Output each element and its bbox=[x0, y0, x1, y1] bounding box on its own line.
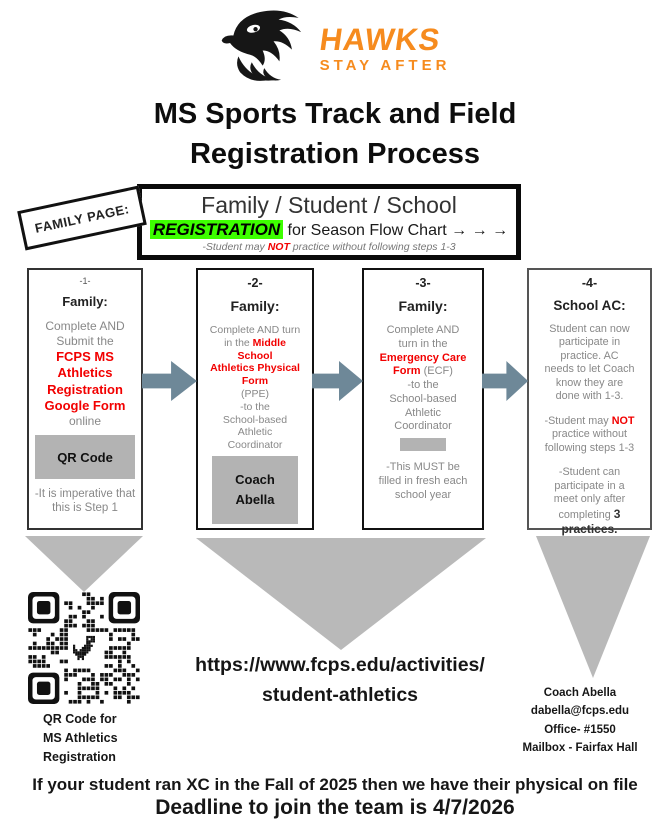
coach-contact-info: Coach Abella dabella@fcps.edu Office- #1… bbox=[522, 687, 638, 755]
step-body: Complete AND Submit the bbox=[45, 319, 125, 348]
step-body: -Student may NOT practice without follow… bbox=[544, 414, 635, 454]
redacted-bar bbox=[400, 438, 446, 451]
page-title-line2: Registration Process bbox=[189, 138, 481, 171]
brand-name: HAWKS bbox=[317, 21, 443, 57]
registration-header-box: Family / Student / School REGISTRATION f… bbox=[137, 184, 521, 260]
step-body: Complete AND turn in the Emergency Care … bbox=[379, 324, 467, 433]
registration-url: https://www.fcps.edu/activities/ student… bbox=[195, 654, 485, 707]
flow-chart-label: for Season Flow Chart → → → bbox=[283, 221, 509, 239]
header-box-line1: Family / Student / School bbox=[201, 191, 457, 218]
step-number: -4- bbox=[581, 276, 598, 290]
step-body: Student can now participate in practice.… bbox=[544, 323, 635, 403]
qr-code-image bbox=[28, 592, 140, 704]
step-body: -Student can participate in a meet only … bbox=[553, 466, 626, 537]
brand-text: HAWKS STAY AFTER bbox=[317, 21, 451, 74]
step-header: School AC: bbox=[553, 298, 626, 313]
page-title-line1: MS Sports Track and Field bbox=[153, 98, 517, 130]
family-page-stamp: FAMILY PAGE: bbox=[17, 185, 147, 251]
step-footnote: -This MUST be filled in fresh each schoo… bbox=[378, 461, 468, 501]
physical-on-file-note: If your student ran XC in the Fall of 20… bbox=[32, 775, 638, 794]
step-header: Family: bbox=[230, 298, 280, 314]
step-header: Family: bbox=[62, 294, 108, 309]
right-arrow-icon bbox=[312, 361, 363, 401]
family-page-stamp-label: FAMILY PAGE: bbox=[33, 200, 131, 236]
pointer-triangle-steps23 bbox=[196, 538, 486, 650]
brand-header: HAWKS STAY AFTER bbox=[0, 6, 670, 90]
pointer-triangle-step4 bbox=[536, 536, 650, 678]
page-title: MS Sports Track and Field Registration P… bbox=[0, 94, 670, 174]
hawk-logo-icon bbox=[221, 10, 301, 81]
right-arrow-icon bbox=[142, 361, 197, 401]
step-body: online bbox=[68, 414, 102, 428]
qr-caption: QR Code for MS Athletics Registration bbox=[43, 712, 118, 764]
header-box-line2: REGISTRATION for Season Flow Chart → → → bbox=[149, 219, 509, 240]
step-box-2: -2- Family: Complete AND turn in the Mid… bbox=[196, 268, 314, 530]
not-emphasis: NOT bbox=[267, 240, 290, 253]
step-number: -2- bbox=[247, 276, 263, 290]
coach-chip: Coach Abella bbox=[212, 455, 298, 524]
step-footnote: -It is imperative that this is Step 1 bbox=[34, 488, 136, 515]
step-red-text: Emergency Care Form bbox=[379, 351, 467, 378]
practices-emphasis: 3 practices. bbox=[561, 506, 621, 537]
not-emphasis: NOT bbox=[611, 414, 635, 427]
step-box-1: -1- Family: Complete AND Submit the FCPS… bbox=[27, 268, 143, 530]
step-header: Family: bbox=[398, 298, 448, 314]
pointer-triangle-step1 bbox=[25, 536, 143, 592]
deadline-note: Deadline to join the team is 4/7/2026 bbox=[155, 796, 515, 819]
step-red-text: FCPS MS Athletics Registration Google Fo… bbox=[44, 349, 126, 413]
step-body: Complete AND turn in the Middle School A… bbox=[209, 324, 301, 452]
qr-code bbox=[28, 592, 140, 704]
qr-code-chip: QR Code bbox=[35, 435, 135, 479]
header-box-note: -Student may NOT practice without follow… bbox=[202, 240, 456, 253]
step-red-text: Middle School Athletics Physical Form bbox=[210, 336, 300, 388]
step-number: -3- bbox=[415, 276, 431, 290]
step-box-4: -4- School AC: Student can now participa… bbox=[527, 268, 652, 536]
right-arrow-icon bbox=[482, 361, 529, 401]
brand-tagline: STAY AFTER bbox=[319, 56, 451, 74]
step-number: -1- bbox=[79, 276, 91, 286]
step-box-3: -3- Family: Complete AND turn in the Eme… bbox=[362, 268, 484, 530]
registration-highlight: REGISTRATION bbox=[149, 219, 284, 239]
